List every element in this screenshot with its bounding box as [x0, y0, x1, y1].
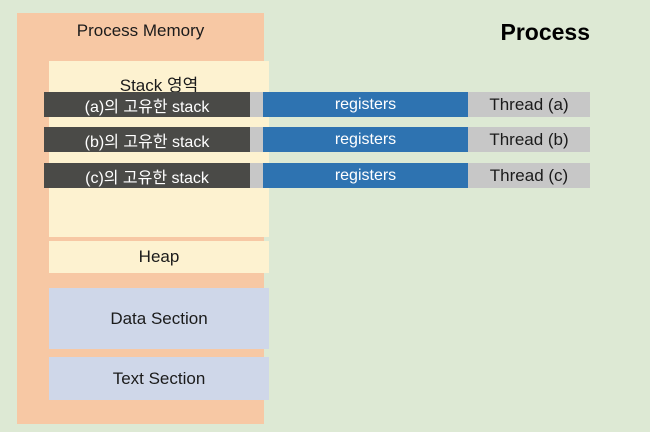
stack-region-title: Stack 영역	[119, 75, 199, 95]
thread-c-stack-bar: (c)의 고유한 stack	[44, 163, 250, 188]
process-title: Process	[500, 18, 590, 45]
thread-a-label: Thread (a)	[468, 92, 590, 117]
thread-c-label: Thread (c)	[468, 163, 590, 188]
thread-row-b: (b)의 고유한 stack registers Thread (b)	[44, 127, 590, 152]
process-memory-title: Process Memory	[76, 21, 205, 40]
thread-a-registers-bar: registers	[263, 92, 468, 117]
thread-c-connector	[250, 163, 263, 188]
thread-b-registers-bar: registers	[263, 127, 468, 152]
thread-c-registers-bar: registers	[263, 163, 468, 188]
text-section-box: Text Section	[49, 357, 269, 400]
thread-a-connector	[250, 92, 263, 117]
process-memory-container: Process Memory Stack 영역 Heap Data Sectio…	[17, 13, 269, 424]
heap-box: Heap	[49, 241, 269, 273]
data-section-box: Data Section	[49, 288, 269, 349]
thread-b-connector	[250, 127, 263, 152]
thread-a-stack-bar: (a)의 고유한 stack	[44, 92, 250, 117]
thread-b-label: Thread (b)	[468, 127, 590, 152]
thread-row-a: (a)의 고유한 stack registers Thread (a)	[44, 92, 590, 117]
thread-row-c: (c)의 고유한 stack registers Thread (c)	[44, 163, 590, 188]
thread-b-stack-bar: (b)의 고유한 stack	[44, 127, 250, 152]
